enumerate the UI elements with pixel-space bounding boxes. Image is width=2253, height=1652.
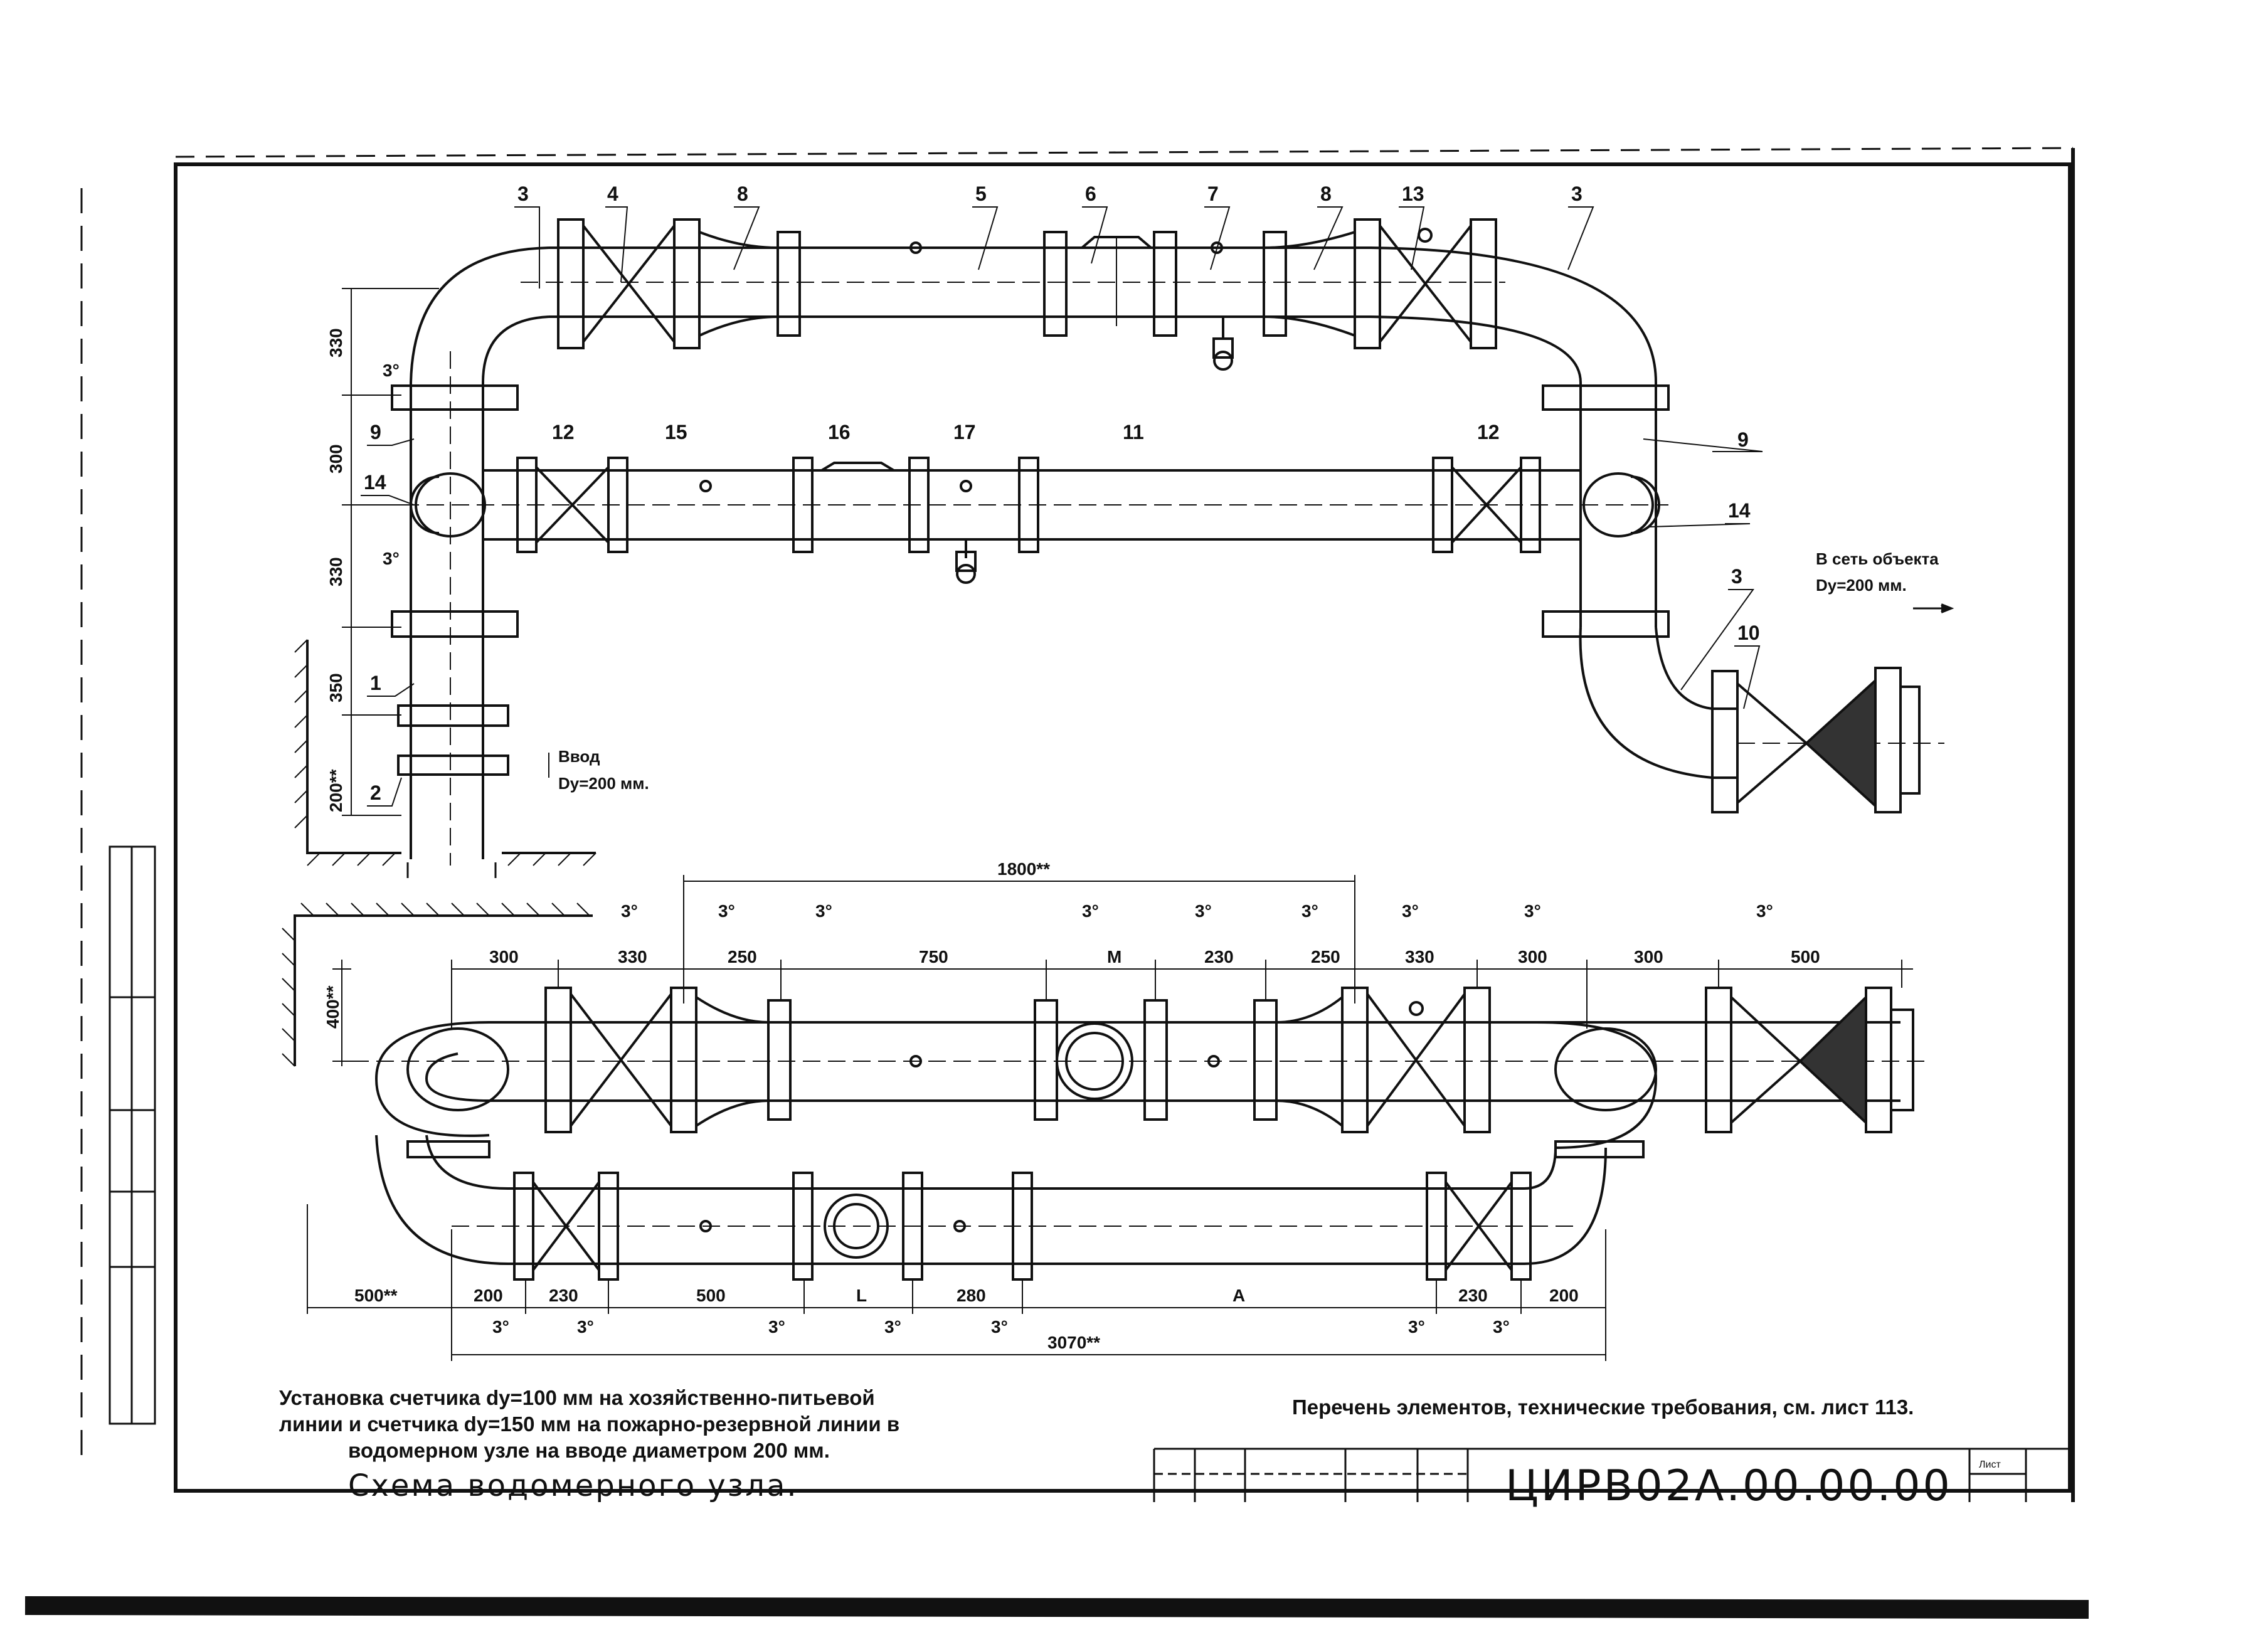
angle-mark: 3° <box>383 361 400 380</box>
dim-top: 500 <box>1791 947 1820 966</box>
angle-mark: 3° <box>621 901 638 921</box>
drawing-code: ЦИРВ02А.00.00.00 <box>1505 1461 1953 1511</box>
angle-mark: 3° <box>1493 1317 1510 1337</box>
dim-top: M <box>1107 947 1121 966</box>
title-block <box>1153 1448 2070 1502</box>
angle-mark: 3° <box>492 1317 509 1337</box>
top-view-dimensions <box>342 288 439 816</box>
dim-top: 300 <box>1518 947 1547 966</box>
callout: 9 <box>1737 428 1749 451</box>
angle-mark: 3° <box>815 901 832 921</box>
dim-top: 230 <box>1204 947 1234 966</box>
dim-400: 400** <box>323 985 342 1029</box>
plan-view-dimensions <box>307 875 1913 1361</box>
inlet-label-dy: Dy=200 мм. <box>558 774 649 793</box>
callout: 16 <box>828 421 851 443</box>
dim-top: 300 <box>489 947 519 966</box>
dim-300: 300 <box>326 444 346 474</box>
callout: 15 <box>665 421 687 443</box>
callout: 12 <box>1477 421 1500 443</box>
callout: 12 <box>552 421 575 443</box>
dim-bottom: 230 <box>1458 1286 1488 1305</box>
callout: 1 <box>370 672 381 694</box>
top-view-callouts: 3 4 8 5 6 7 8 13 3 9 12 15 16 17 11 12 9… <box>364 183 1760 804</box>
angle-mark: 3° <box>991 1317 1008 1337</box>
callout: 6 <box>1085 183 1096 205</box>
callout: 8 <box>737 183 748 205</box>
dim-bottom: 230 <box>549 1286 578 1305</box>
sheet-label: Лист <box>1979 1459 2001 1470</box>
outlet-label: В сеть объекта <box>1816 549 1939 568</box>
reference-note: Перечень элементов, технические требован… <box>1292 1395 1914 1419</box>
callout: 3 <box>517 183 529 205</box>
sheet-frame <box>174 162 2072 1493</box>
caption-line: линии и счетчика dy=150 мм на пожарно-ре… <box>279 1412 899 1436</box>
caption-block: Установка счетчика dy=100 мм на хозяйств… <box>279 1386 2001 1511</box>
dim-3070: 3070** <box>1047 1333 1100 1352</box>
dim-bottom: 500 <box>696 1286 726 1305</box>
angle-mark: 3° <box>718 901 735 921</box>
plan-view-dimension-text: 1800** 300 330 250 750 M 230 250 330 300… <box>323 859 1820 1352</box>
dim-bottom: A <box>1233 1286 1245 1305</box>
angle-mark: 3° <box>1301 901 1318 921</box>
callout: 9 <box>370 421 381 443</box>
callout: 10 <box>1737 622 1760 644</box>
dim-top: 330 <box>1405 947 1434 966</box>
angle-mark: 3° <box>1082 901 1099 921</box>
dim-bottom: 280 <box>957 1286 986 1305</box>
dim-top: 750 <box>919 947 948 966</box>
callout: 13 <box>1402 183 1424 205</box>
caption-line: водомерном узле на вводе диаметром 200 м… <box>348 1439 830 1462</box>
dim-200: 200** <box>326 769 346 812</box>
angle-mark: 3° <box>383 549 400 568</box>
angle-mark: 3° <box>1408 1317 1425 1337</box>
bottom-scan-bar <box>24 1596 2089 1619</box>
inlet-label: Ввод <box>558 747 600 766</box>
dim-330-b: 330 <box>326 557 346 586</box>
angle-mark: 3° <box>1195 901 1212 921</box>
dim-top: 250 <box>728 947 757 966</box>
dim-bottom: 200 <box>1549 1286 1579 1305</box>
dim-1800: 1800** <box>997 859 1050 879</box>
caption-line: Установка счетчика dy=100 мм на хозяйств… <box>279 1386 875 1409</box>
callout: 2 <box>370 781 381 804</box>
dim-top: 330 <box>618 947 647 966</box>
angle-mark: 3° <box>884 1317 901 1337</box>
dim-top: 250 <box>1311 947 1340 966</box>
angle-mark: 3° <box>577 1317 594 1337</box>
outlet-label-dy: Dy=200 мм. <box>1816 576 1907 595</box>
callout: 5 <box>975 183 987 205</box>
angle-mark: 3° <box>1402 901 1419 921</box>
callout: 3 <box>1731 565 1742 588</box>
angle-mark: 3° <box>1524 901 1541 921</box>
plan-view-piping <box>294 914 1932 1281</box>
dim-bottom: L <box>856 1286 867 1305</box>
callout: 11 <box>1123 421 1144 443</box>
callout: 7 <box>1207 183 1219 205</box>
angle-mark: 3° <box>1756 901 1773 921</box>
top-view-dimension-text: 330 300 330 350 200** 3° 3° Ввод Dy=200 … <box>326 328 1939 812</box>
dim-bottom: 500** <box>354 1286 398 1305</box>
diagram-title: Схема водомерного узла. <box>348 1468 798 1503</box>
callout: 8 <box>1320 183 1332 205</box>
revision-strip <box>109 845 156 1425</box>
dim-top: 300 <box>1634 947 1663 966</box>
callout: 17 <box>953 421 976 443</box>
dim-bottom: 200 <box>474 1286 503 1305</box>
dim-350: 350 <box>326 673 346 702</box>
callout: 3 <box>1571 183 1582 205</box>
callout: 14 <box>1728 499 1751 522</box>
callout: 4 <box>607 183 618 205</box>
dim-330-a: 330 <box>326 328 346 357</box>
top-view-piping <box>306 218 1954 878</box>
angle-mark: 3° <box>768 1317 785 1337</box>
callout: 14 <box>364 471 386 494</box>
